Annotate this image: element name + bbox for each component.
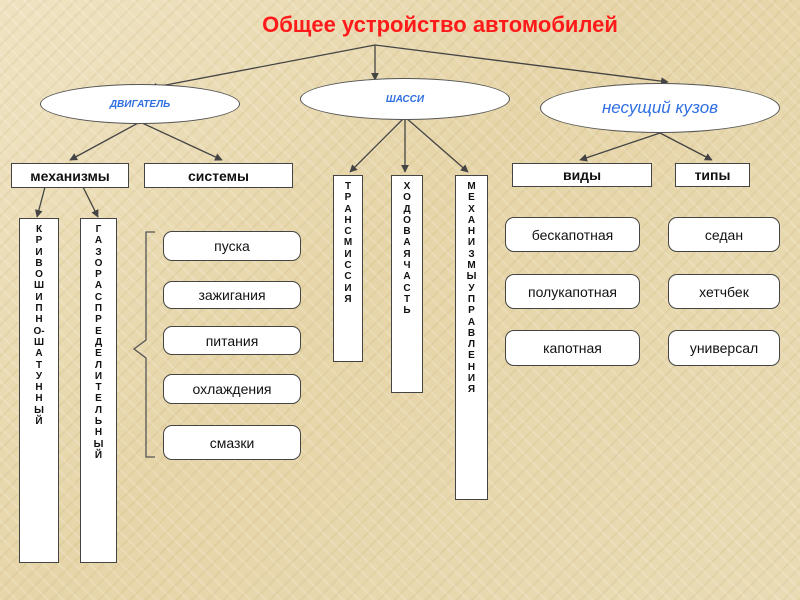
systems-header: системы [144, 163, 293, 188]
system-item-ignition: зажигания [163, 281, 301, 309]
arrow-mechanisms-gas [82, 186, 99, 218]
arrow-title-engine [149, 44, 376, 91]
kinds-header: виды [512, 163, 652, 187]
arrow-chassis-control [404, 116, 469, 173]
types-label: типы [694, 167, 731, 183]
systems-label: системы [188, 167, 249, 184]
types-header: типы [675, 163, 750, 187]
system-item-start: пуска [163, 231, 301, 261]
diagram-title: Общее устройство автомобилей [262, 12, 618, 37]
type-item-hatchback: хетчбек [668, 274, 780, 309]
systems-bracket [132, 231, 155, 458]
gas-mechanism-box: ГАЗОРАСПРЕДЕЛИТЕЛЬНЫЙ [80, 218, 117, 563]
engine-node: ДВИГАТЕЛЬ [40, 84, 240, 124]
system-item-lubrication: смазки [163, 425, 301, 460]
type-item-wagon: универсал [668, 330, 780, 366]
gas-mechanism-label: ГАЗОРАСПРЕДЕЛИТЕЛЬНЫЙ [93, 224, 104, 461]
chassis-node: ШАССИ [300, 78, 510, 120]
body-node: несущий кузов [540, 83, 780, 133]
arrow-body-kinds [579, 132, 661, 162]
arrow-title-body [374, 44, 669, 85]
control-mechanisms-label: МЕХАНИЗМЫ УПРАВЛЕНИЯ [466, 181, 477, 396]
arrow-engine-systems [139, 121, 223, 161]
arrow-chassis-transmission [349, 116, 406, 173]
type-item-sedan: седан [668, 217, 780, 252]
kind-item-semi-hood: полукапотная [505, 274, 640, 309]
running-gear-box: ХОДОВАЯ ЧАСТЬ [391, 175, 423, 393]
mechanisms-header: механизмы [11, 163, 129, 188]
kind-item-cabover: бескапотная [505, 217, 640, 252]
running-gear-label: ХОДОВАЯ ЧАСТЬ [403, 181, 411, 317]
chassis-label: ШАССИ [385, 93, 425, 105]
arrow-engine-mechanisms [69, 121, 141, 161]
kinds-label: виды [562, 167, 602, 183]
system-item-fuel: питания [163, 326, 301, 355]
control-mechanisms-box: МЕХАНИЗМЫ УПРАВЛЕНИЯ [455, 175, 488, 500]
transmission-box: ТРАНСМИССИЯ [333, 175, 363, 362]
mechanisms-label: механизмы [30, 167, 110, 184]
engine-label: ДВИГАТЕЛЬ [109, 98, 171, 110]
kind-item-hood: капотная [505, 330, 640, 366]
crank-mechanism-box: КРИВОШИПНО-ШАТУННЫЙ [19, 218, 59, 563]
body-label: несущий кузов [601, 98, 719, 117]
transmission-label: ТРАНСМИССИЯ [343, 181, 353, 305]
system-item-cooling: охлаждения [163, 374, 301, 404]
crank-mechanism-label: КРИВОШИПНО-ШАТУННЫЙ [33, 224, 45, 428]
arrow-body-types [659, 132, 713, 161]
arrow-mechanisms-crank [35, 186, 46, 218]
